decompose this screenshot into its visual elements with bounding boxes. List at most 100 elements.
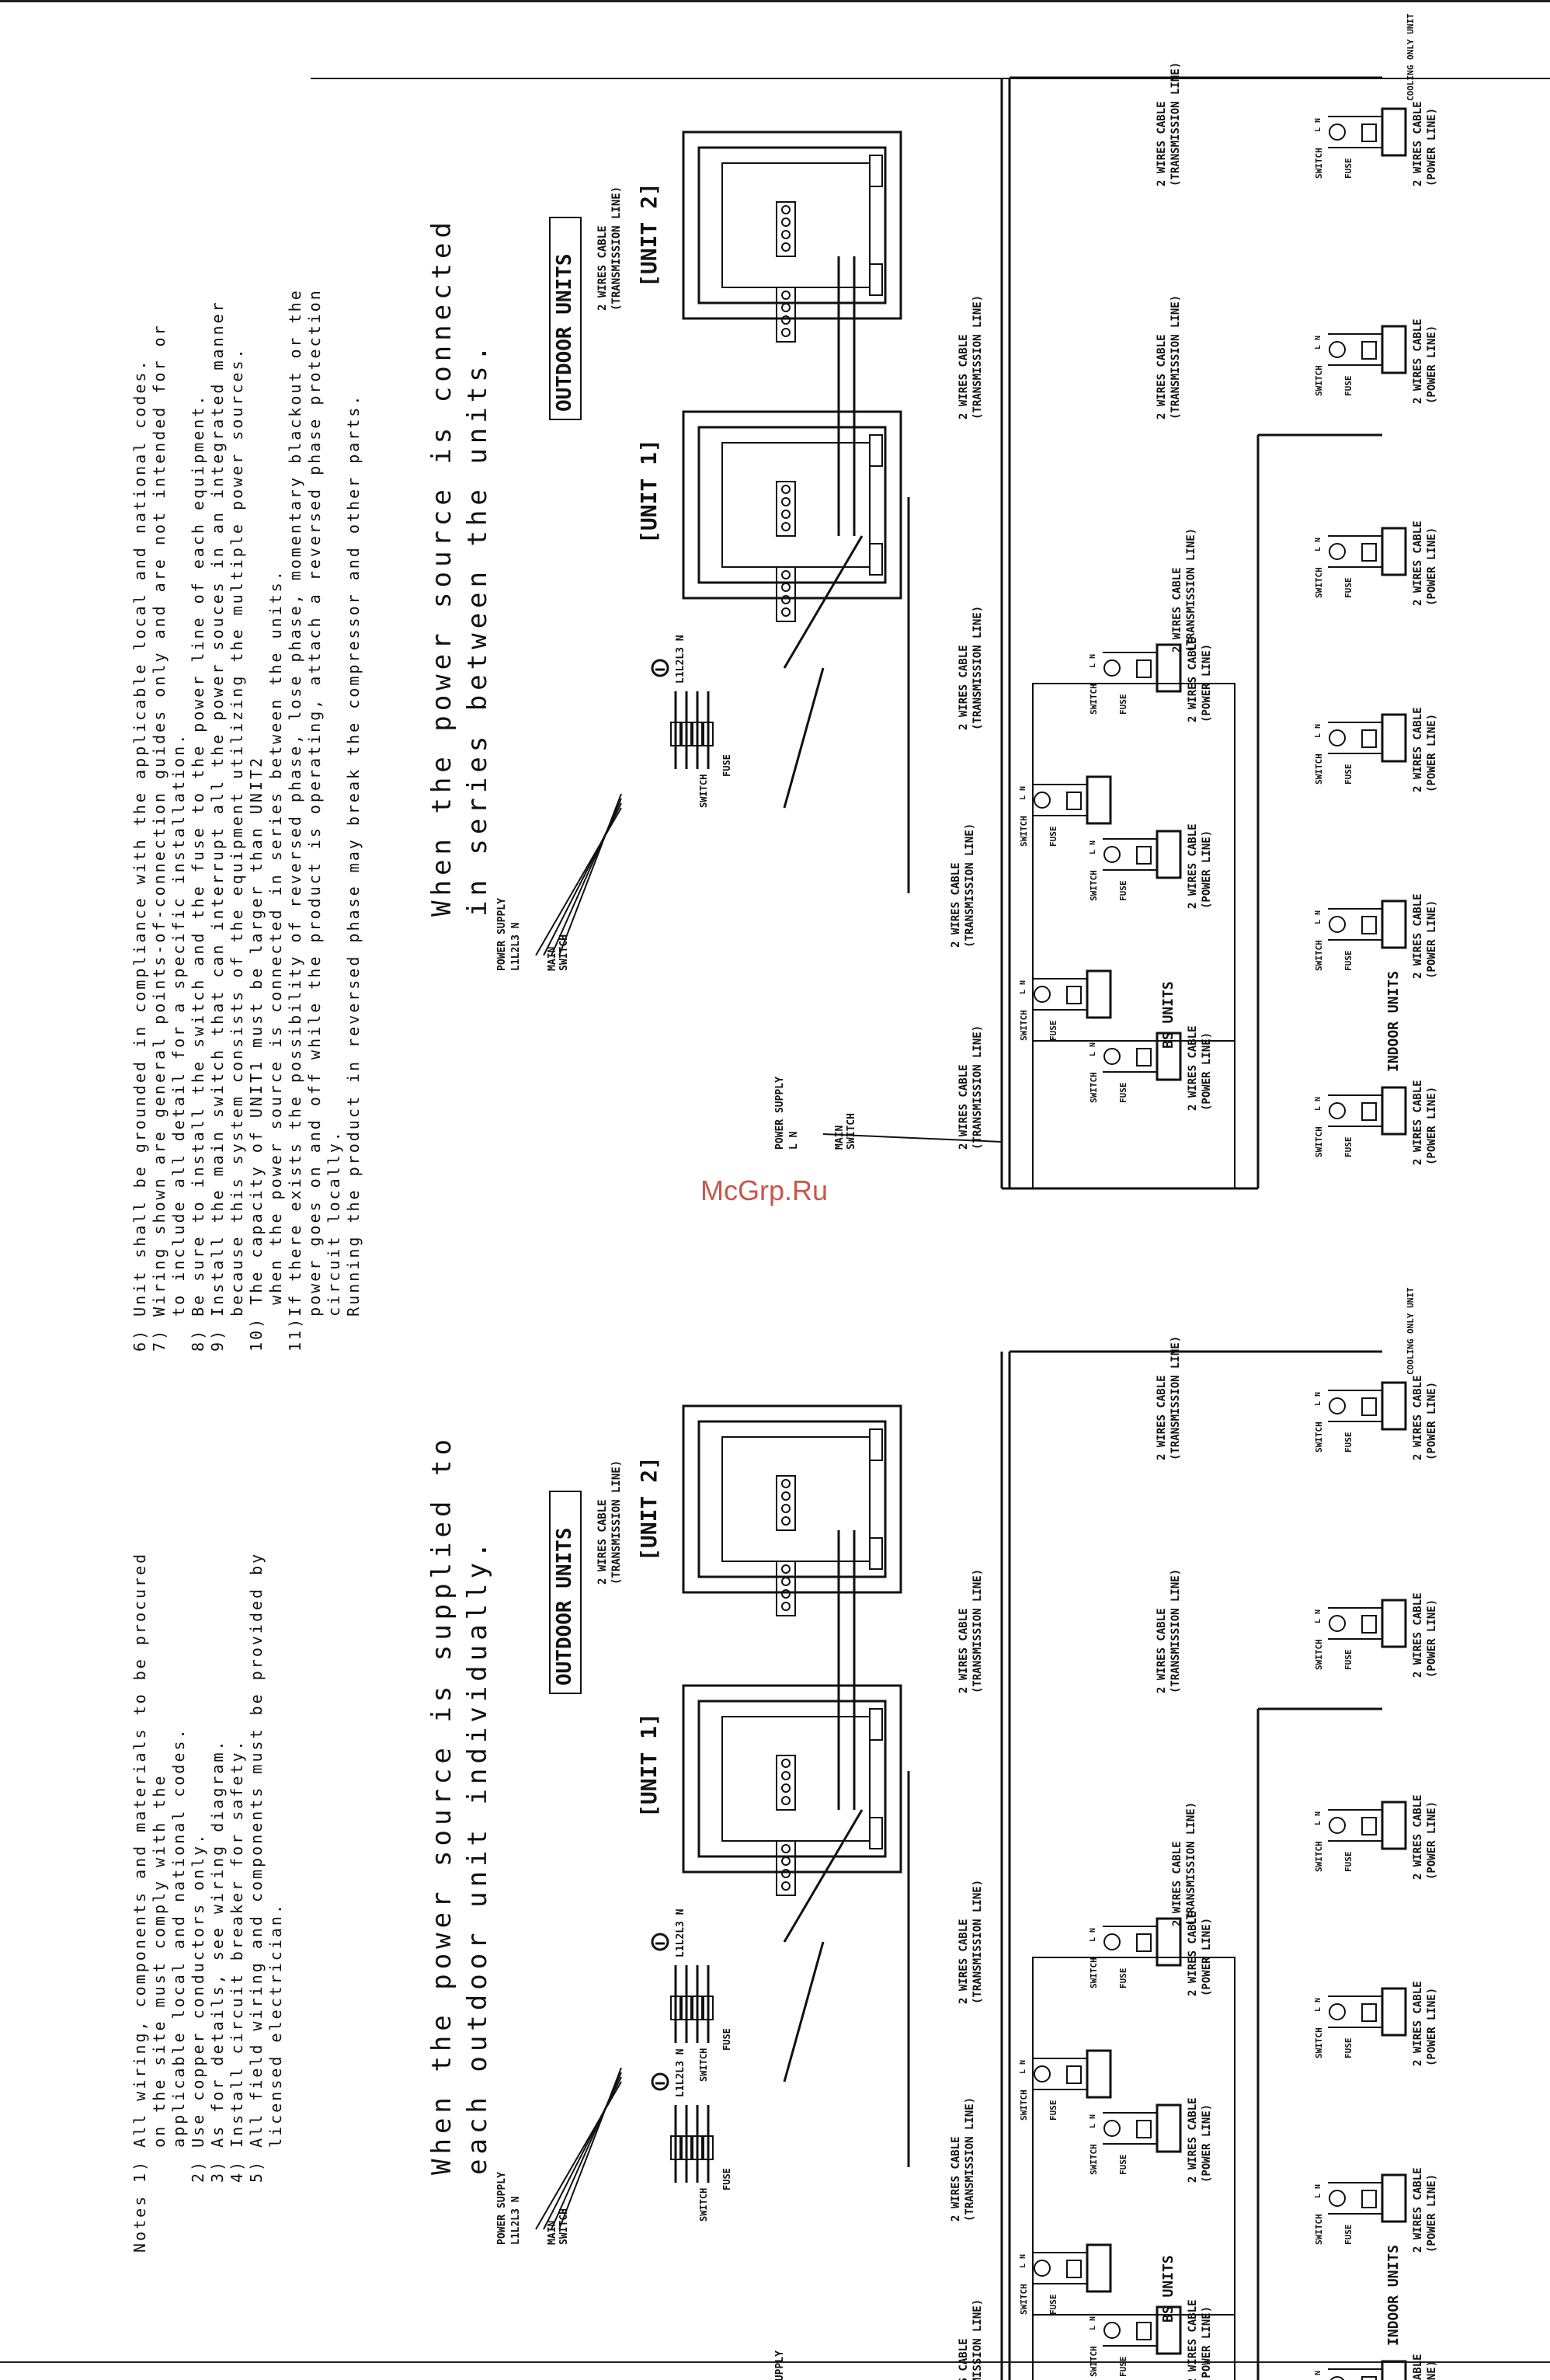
indoor-unit-4-fuse-icon (1361, 543, 1377, 562)
indoor-unit-4-power-line-label: (POWER LINE) (1426, 527, 1438, 606)
fuse-group-1-ground-icon (651, 1933, 669, 1951)
bs-unit-2-power-line-label: (POWER LINE) (1201, 830, 1213, 909)
outdoor-unit-1-terminal-block-a (776, 1755, 796, 1811)
bs-unit-4-fuse-label: FUSE (1048, 1021, 1058, 1042)
bs-unit-1-fuse-icon (1136, 1048, 1152, 1066)
bs-unit-2-switch-label: SWITCH (1089, 2144, 1099, 2175)
bs-unit-1-fuse-icon (1136, 2322, 1152, 2340)
indoor-unit-1-cable-label: 2 WIRES CABLE (1412, 1080, 1424, 1165)
power-supply-phase-label: L1L2L3 N (510, 922, 522, 971)
fuse-group-2-switch-label: SWITCH (698, 2188, 709, 2222)
outdoor-transmission-cable-label: 2 WIRES CABLE (596, 1499, 609, 1585)
bs-units-label: BS UNITS (1160, 981, 1176, 1049)
bs-unit-5-box (1086, 2049, 1112, 2099)
power-supply-label: POWER SUPPLY (496, 2172, 508, 2245)
trans-line-a-cable-label: 2 WIRES CABLE (957, 334, 970, 419)
fuse-group-2-terminal-label: L1L2L3 N (675, 2048, 686, 2097)
indoor-unit-6-ground-icon (1329, 124, 1346, 141)
outdoor-unit-2-terminal-block-b (776, 1561, 796, 1616)
indoor-unit-1-switch-label: SWITCH (1314, 1126, 1324, 1157)
bs-unit-1-fuse-label: FUSE (1118, 2357, 1128, 2378)
bs-unit-2-box (1156, 830, 1182, 879)
bs-unit-5-fuse-icon (1066, 792, 1082, 810)
outdoor-unit-1-inner (697, 1700, 887, 1858)
outdoor-units-label: OUTDOOR UNITS (553, 254, 576, 412)
bs-unit-3-switch-label: SWITCH (1089, 1957, 1099, 1989)
trans-line-g-cable-label: 2 WIRES CABLE (1171, 1841, 1183, 1926)
outdoor-unit-1-terminal (781, 522, 791, 531)
indoor-unit-1-box (1381, 1086, 1407, 1136)
indoor-unit-3-ln-label: L N (1314, 724, 1322, 738)
bs-unit-4-switch-label: SWITCH (1019, 1010, 1029, 1041)
trans-line-e-cable-label: 2 WIRES CABLE (1156, 101, 1168, 186)
trans-line-g-transmission-label: (TRANSMISSION LINE) (1185, 1802, 1197, 1926)
cooling-only-label: COOLING ONLY UNIT (1406, 1287, 1416, 1375)
indoor-unit-6-ln-label: L N (1314, 118, 1322, 132)
indoor-unit-5-ground-icon (1329, 341, 1346, 358)
unit1-label: [UNIT 1] (636, 1713, 662, 1818)
indoor-unit-6-fuse-icon (1361, 124, 1377, 142)
indoor-unit-2-ln-label: L N (1314, 910, 1322, 924)
trans-line-a-transmission-label: (TRANSMISSION LINE) (971, 1569, 984, 1693)
watermark: McGrp.Ru (700, 1174, 829, 1206)
bs-unit-1-switch-label: SWITCH (1089, 2346, 1099, 2377)
bs-unit-2-fuse-icon (1136, 846, 1152, 865)
indoor-power-supply-label: POWER SUPPLY (774, 2350, 786, 2380)
indoor-unit-5-fuse-label: FUSE (1343, 376, 1354, 397)
indoor-unit-6-fuse-icon (1361, 1397, 1377, 1416)
outdoor-unit-2-terminal (781, 1564, 791, 1574)
indoor-unit-6-box (1381, 107, 1407, 157)
indoor-unit-5-fuse-icon (1361, 1615, 1377, 1634)
outdoor-unit-1-terminal-block-b (776, 566, 796, 622)
bs-unit-3-fuse-icon (1136, 1933, 1152, 1952)
bs-unit-5-ground-icon (1034, 792, 1051, 809)
indoor-unit-1-box (1381, 2360, 1407, 2380)
indoor-unit-4-fuse-label: FUSE (1343, 578, 1354, 599)
outdoor-unit-1-fan-motor (869, 1708, 883, 1741)
bs-unit-1-power-line-label: (POWER LINE) (1201, 2306, 1213, 2380)
indoor-unit-5-fuse-label: FUSE (1343, 1650, 1354, 1671)
indoor-unit-5-cable-label: 2 WIRES CABLE (1412, 1592, 1424, 1678)
bs-units-label: BS UNITS (1160, 2255, 1176, 2323)
outdoor-unit-2-terminal (781, 230, 791, 239)
outdoor-unit-1-terminal (781, 1771, 791, 1780)
outdoor-unit-2-terminal (781, 217, 791, 227)
main-switch-label: SWITCH (558, 2208, 570, 2245)
outdoor-unit-2-terminal (781, 1479, 791, 1488)
indoor-unit-3-switch-label: SWITCH (1314, 753, 1324, 785)
indoor-unit-3-cable-label: 2 WIRES CABLE (1412, 1981, 1424, 2066)
outdoor-unit-1-frame (682, 1684, 902, 1874)
indoor-unit-3-fuse-label: FUSE (1343, 2038, 1354, 2059)
indoor-unit-2-power-line-label: (POWER LINE) (1426, 2174, 1438, 2253)
outdoor-unit-2-fan-motor (869, 155, 883, 187)
indoor-unit-5-ground-icon (1329, 1615, 1346, 1632)
outdoor-unit-2-terminal (781, 1602, 791, 1611)
fuse-group-1-fuse-label: FUSE (721, 754, 732, 777)
outdoor-unit-1-terminal (781, 510, 791, 519)
indoor-unit-5-box (1381, 1599, 1407, 1648)
power-supply-label: POWER SUPPLY (496, 898, 508, 971)
fuse-group-1-fuse-icon (703, 722, 714, 746)
indoor-unit-3-power-line-label: (POWER LINE) (1426, 714, 1438, 792)
bs-unit-1-switch-label: SWITCH (1089, 1072, 1099, 1103)
bs-unit-5-fuse-label: FUSE (1048, 826, 1058, 847)
outdoor-power-wire (783, 1941, 825, 2082)
bs-unit-2-ln-label: L N (1089, 2114, 1097, 2128)
main-switch-label: MAIN (547, 947, 558, 971)
outdoor-transmission-transmission-label: (TRANSMISSION LINE) (610, 1460, 623, 1585)
bs-unit-2-fuse-label: FUSE (1118, 881, 1128, 902)
trans-line-b-transmission-label: (TRANSMISSION LINE) (971, 1880, 984, 2004)
indoor-unit-1-fuse-icon (1361, 1102, 1377, 1121)
indoor-unit-2-box (1381, 899, 1407, 949)
outdoor-unit-1-terminal (781, 583, 791, 592)
top-border (0, 0, 1550, 2)
indoor-main-switch-label: MAIN (834, 1126, 846, 1150)
fuse-group-1-fuse-icon (681, 1996, 692, 2020)
trans-line-g-transmission-label: (TRANSMISSION LINE) (1185, 528, 1197, 652)
outdoor-units-frame (549, 1491, 582, 1694)
indoor-unit-6-cable-label: 2 WIRES CABLE (1412, 101, 1424, 186)
indoor-unit-6-fuse-label: FUSE (1343, 158, 1354, 179)
bs-unit-1-box (1156, 1032, 1182, 1081)
outdoor-unit-1-terminal (781, 497, 791, 506)
outdoor-unit-2-terminal (781, 328, 791, 337)
